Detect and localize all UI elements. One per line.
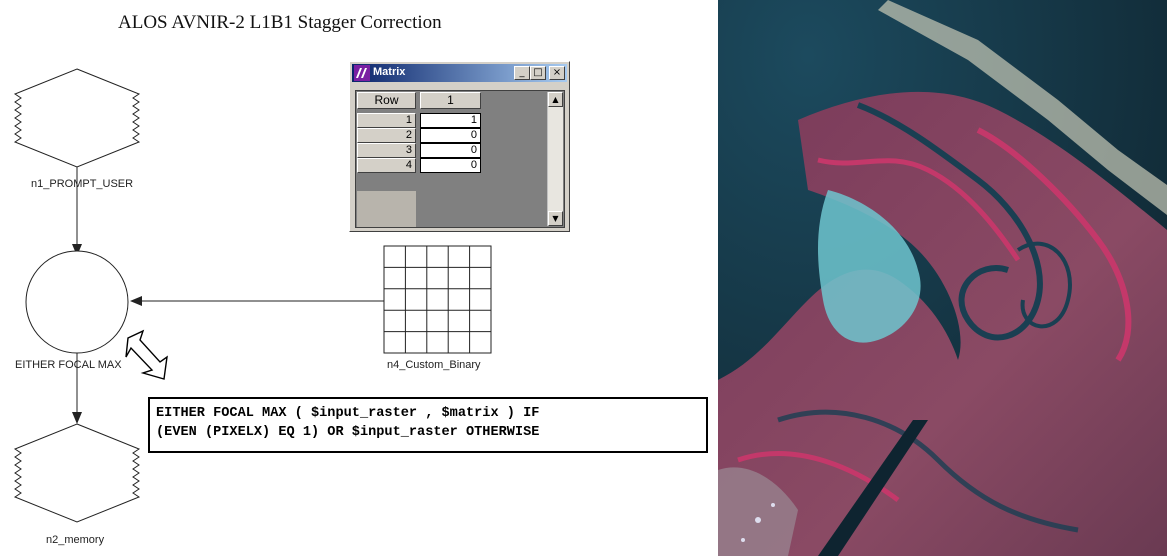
vertical-scrollbar[interactable]: ▲ ▼ [547, 92, 563, 226]
row-header[interactable]: 4 [357, 158, 416, 173]
double-arrow-icon [125, 329, 168, 380]
expression-line-2: (EVEN (PIXELX) EQ 1) OR $input_raster OT… [156, 425, 540, 440]
matrix-grid[interactable]: Row 1 1 2 3 4 1 0 0 0 ▲ ▼ [355, 90, 565, 228]
matrix-cell[interactable]: 0 [420, 143, 481, 158]
arrowhead-icon [72, 412, 82, 424]
matrix-window[interactable]: Matrix _ □ × Row 1 1 2 3 4 1 0 0 0 ▲ ▼ [349, 61, 570, 232]
expression-box: EITHER FOCAL MAX ( $input_raster , $matr… [148, 397, 708, 453]
maximize-icon: □ [533, 67, 543, 78]
minimize-button[interactable]: _ [514, 66, 530, 80]
minimize-icon: _ [519, 67, 525, 78]
row-header[interactable]: 3 [357, 143, 416, 158]
diagram-title: ALOS AVNIR-2 L1B1 Stagger Correction [118, 12, 442, 33]
matrix-cell[interactable]: 0 [420, 128, 481, 143]
row-header-filler [357, 191, 416, 227]
arrowhead-icon [72, 244, 82, 256]
matrix-titlebar[interactable]: Matrix _ □ × [352, 64, 567, 82]
focal-max-function-node[interactable] [25, 250, 129, 354]
row-column-header[interactable]: Row [357, 92, 416, 109]
expression-line-1: EITHER FOCAL MAX ( $input_raster , $matr… [156, 406, 540, 421]
n2-memory-node[interactable] [13, 423, 141, 523]
matrix-app-icon [354, 65, 370, 81]
n4-label: n4_Custom_Binary [387, 359, 481, 371]
row-header[interactable]: 1 [357, 113, 416, 128]
matrix-window-title: Matrix [373, 66, 406, 78]
chevron-down-icon: ▼ [552, 214, 559, 223]
close-button[interactable]: × [549, 66, 565, 80]
chevron-up-icon: ▲ [552, 95, 559, 104]
close-icon: × [552, 67, 562, 78]
n4-custom-binary-node[interactable] [383, 245, 492, 354]
row-header[interactable]: 2 [357, 128, 416, 143]
n2-label: n2_memory [46, 534, 105, 546]
satellite-image [718, 0, 1167, 556]
maximize-button[interactable]: □ [530, 66, 546, 80]
scroll-up-button[interactable]: ▲ [548, 92, 563, 107]
scroll-down-button[interactable]: ▼ [548, 211, 563, 226]
focal-label: EITHER FOCAL MAX [15, 359, 122, 371]
matrix-cell[interactable]: 0 [420, 158, 481, 173]
n1-prompt-user-node[interactable] [13, 68, 141, 168]
matrix-cell[interactable]: 1 [420, 113, 481, 128]
column-1-header[interactable]: 1 [420, 92, 481, 109]
n1-label: n1_PROMPT_USER [31, 178, 134, 190]
arrowhead-icon [130, 296, 142, 306]
